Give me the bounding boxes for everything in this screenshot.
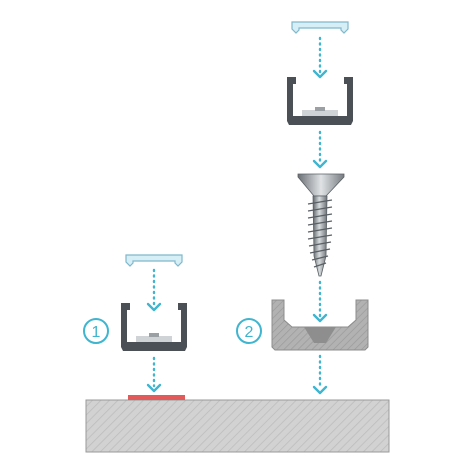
diffuser-cover-icon <box>125 254 183 267</box>
dotted-down-arrow-icon <box>312 280 328 323</box>
dotted-down-arrow-icon <box>146 356 162 393</box>
dotted-down-arrow-icon <box>312 130 328 169</box>
step-1-badge: 1 <box>83 318 109 344</box>
dotted-down-arrow-icon <box>312 36 328 79</box>
step-1-number: 1 <box>92 324 101 341</box>
countersunk-screw-icon <box>297 173 345 277</box>
aluminium-u-profile-icon <box>121 303 187 351</box>
mounting-clip-icon <box>271 299 369 351</box>
dotted-down-arrow-icon <box>146 268 162 312</box>
aluminium-u-profile-icon <box>287 77 353 125</box>
step-2-badge: 2 <box>236 318 262 344</box>
adhesive-tape-icon <box>128 395 185 400</box>
step-2-number: 2 <box>245 324 254 341</box>
diffuser-cover-icon <box>291 21 349 34</box>
wall-surface <box>85 399 390 453</box>
dotted-down-arrow-icon <box>312 354 328 395</box>
